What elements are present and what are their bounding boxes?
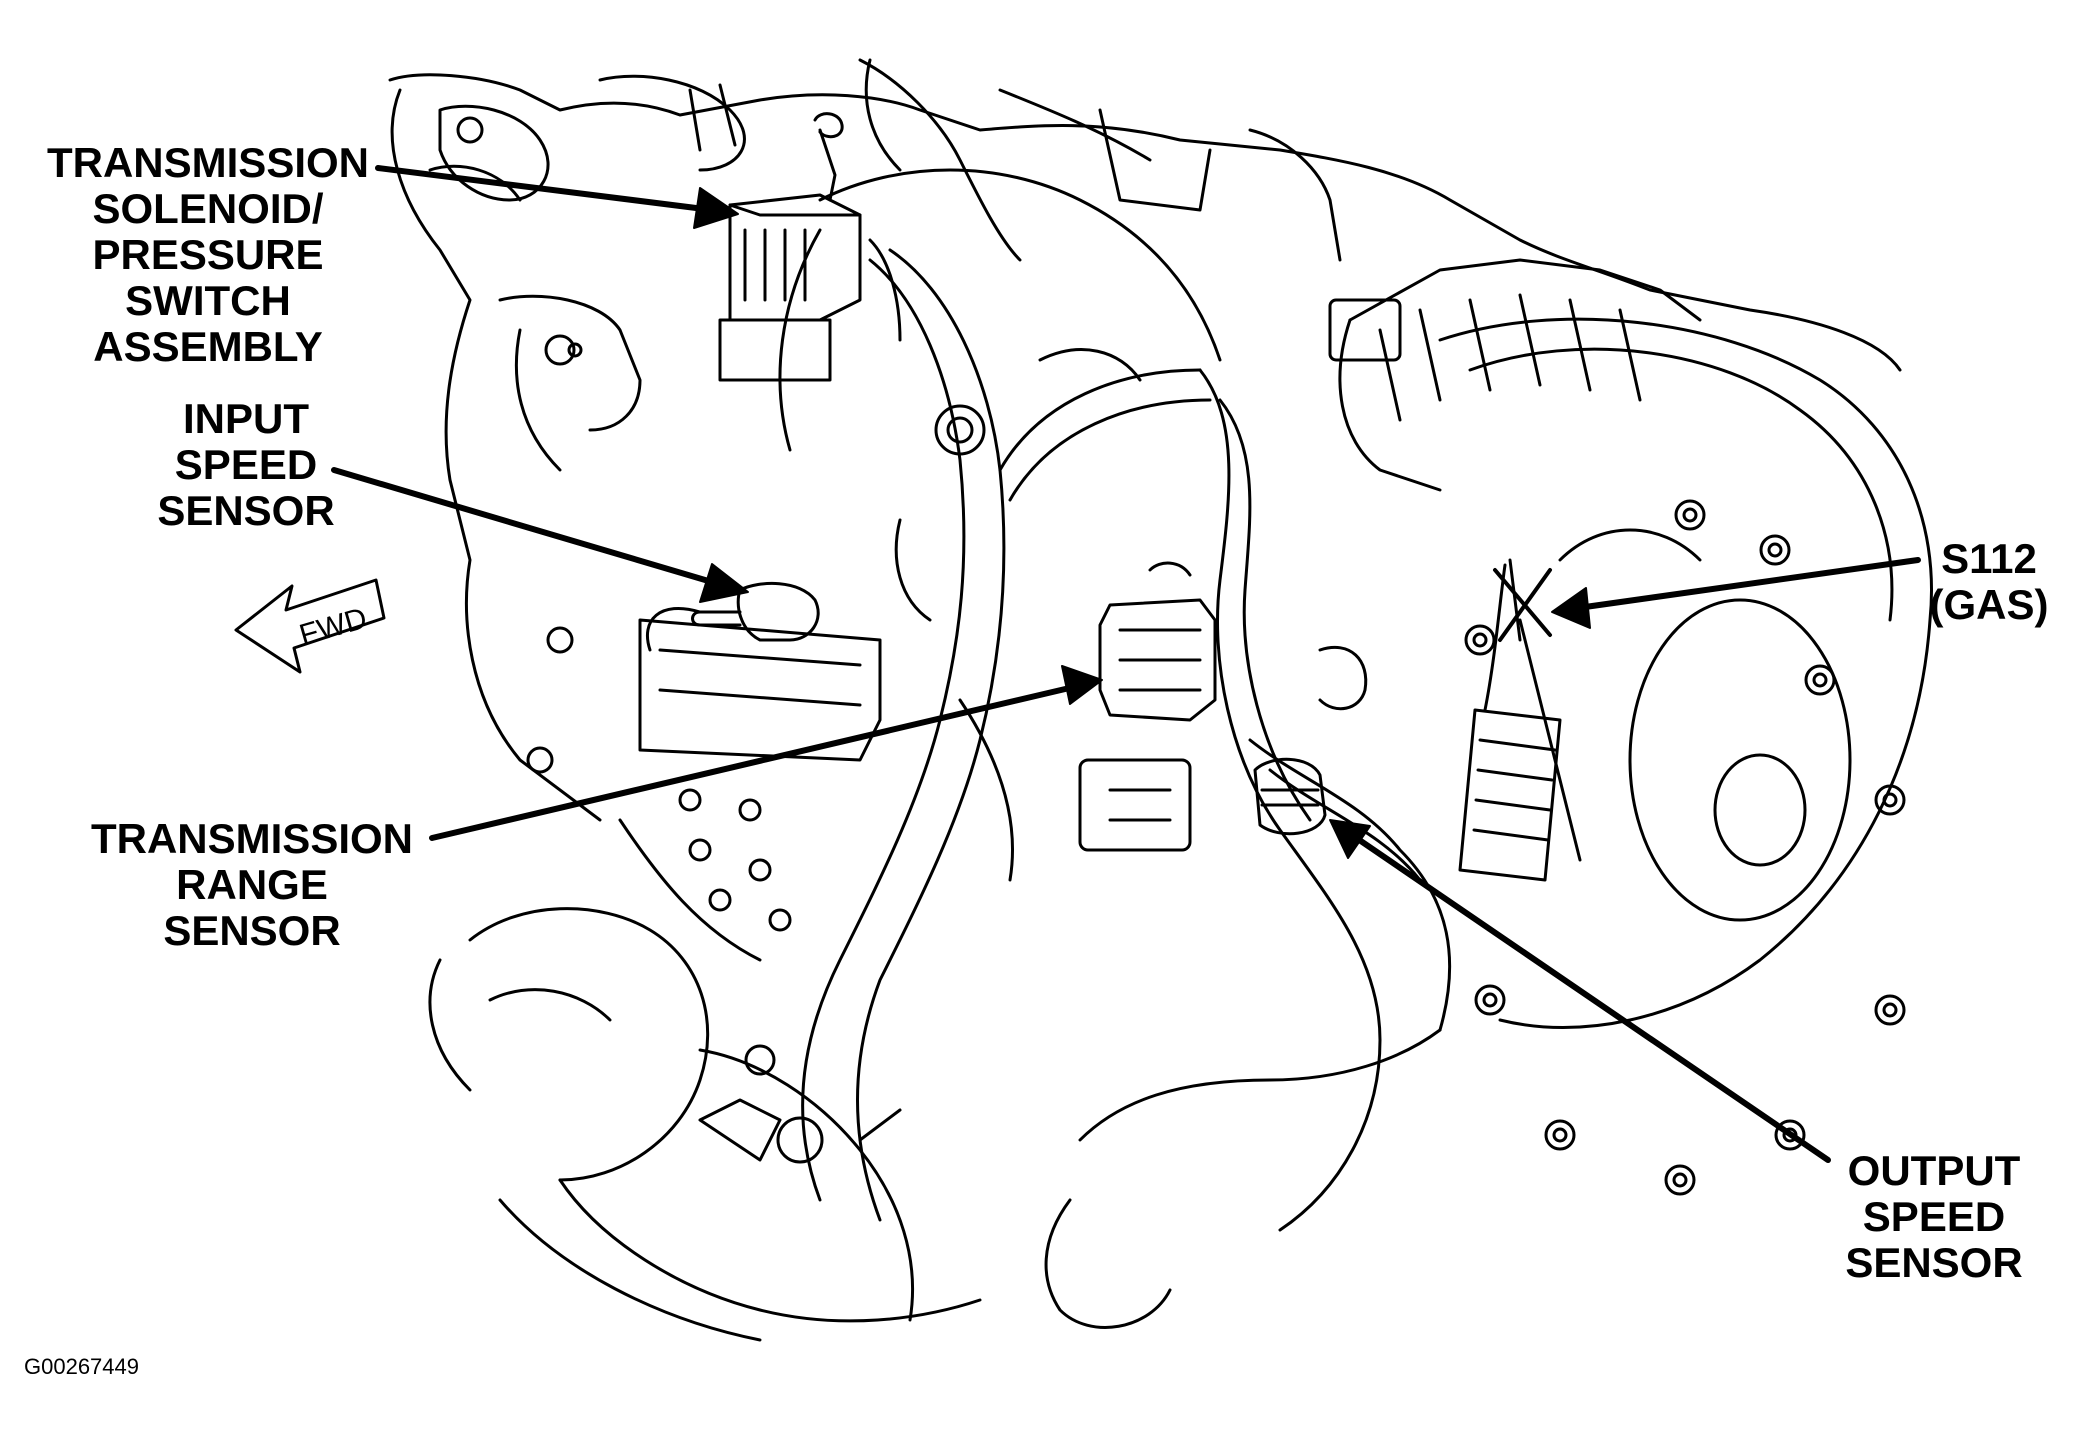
- coolant-hoses: [428, 907, 982, 1342]
- bell-housing: [778, 168, 1222, 622]
- callout-output-line-2: SPEED: [1862, 1193, 2006, 1240]
- arrowheads: [693, 187, 1591, 859]
- input-speed-sensor: [645, 581, 820, 652]
- callout-range-line-1: TRANSMISSION: [90, 815, 413, 862]
- finned-housing: [1328, 258, 1702, 492]
- callout-solenoid-line-5: ASSEMBLY: [93, 323, 323, 370]
- callout-s112-line-2: (GAS): [1929, 581, 2049, 628]
- callout-s112-line-1: S112: [1941, 535, 2037, 582]
- range-sensor-connector: [1098, 561, 1217, 722]
- callout-solenoid-line-2: SOLENOID/: [92, 185, 324, 232]
- figure-id: G00267449: [24, 1354, 139, 1379]
- callout-range-line-2: RANGE: [176, 861, 328, 908]
- wire-harness: [698, 248, 1452, 1329]
- callout-range-line-3: SENSOR: [163, 907, 341, 954]
- side-cover: [1438, 317, 1933, 1196]
- engine-housing: [388, 58, 1902, 822]
- callout-solenoid-line-3: PRESSURE: [92, 231, 324, 278]
- valve-body: [618, 618, 1192, 962]
- callout-solenoid-assembly: TRANSMISSION SOLENOID/ PRESSURE SWITCH A…: [46, 140, 370, 370]
- callout-solenoid-line-4: SWITCH: [125, 277, 291, 324]
- leader-lines: [331, 165, 1921, 1163]
- callout-output-speed-sensor: OUTPUT SPEED SENSOR: [1836, 1148, 2032, 1286]
- callout-input-speed-sensor: INPUT SPEED SENSOR: [156, 396, 336, 534]
- callout-solenoid-line-1: TRANSMISSION: [46, 139, 369, 186]
- callout-input-line-1: INPUT: [183, 395, 309, 442]
- s112-x-mark: [1493, 568, 1552, 642]
- callout-output-line-1: OUTPUT: [1847, 1147, 2021, 1194]
- callout-range-sensor: TRANSMISSION RANGE SENSOR: [90, 816, 414, 954]
- s112-splice: [1458, 558, 1562, 882]
- output-speed-sensor: [1253, 645, 1368, 836]
- fwd-arrow: FWD: [234, 578, 386, 674]
- callout-input-line-2: SPEED: [174, 441, 318, 488]
- callout-s112: S112 (GAS): [1924, 536, 2054, 628]
- callout-input-line-3: SENSOR: [157, 487, 335, 534]
- callout-output-line-3: SENSOR: [1845, 1239, 2023, 1286]
- cover-bolts: [1464, 499, 1906, 1196]
